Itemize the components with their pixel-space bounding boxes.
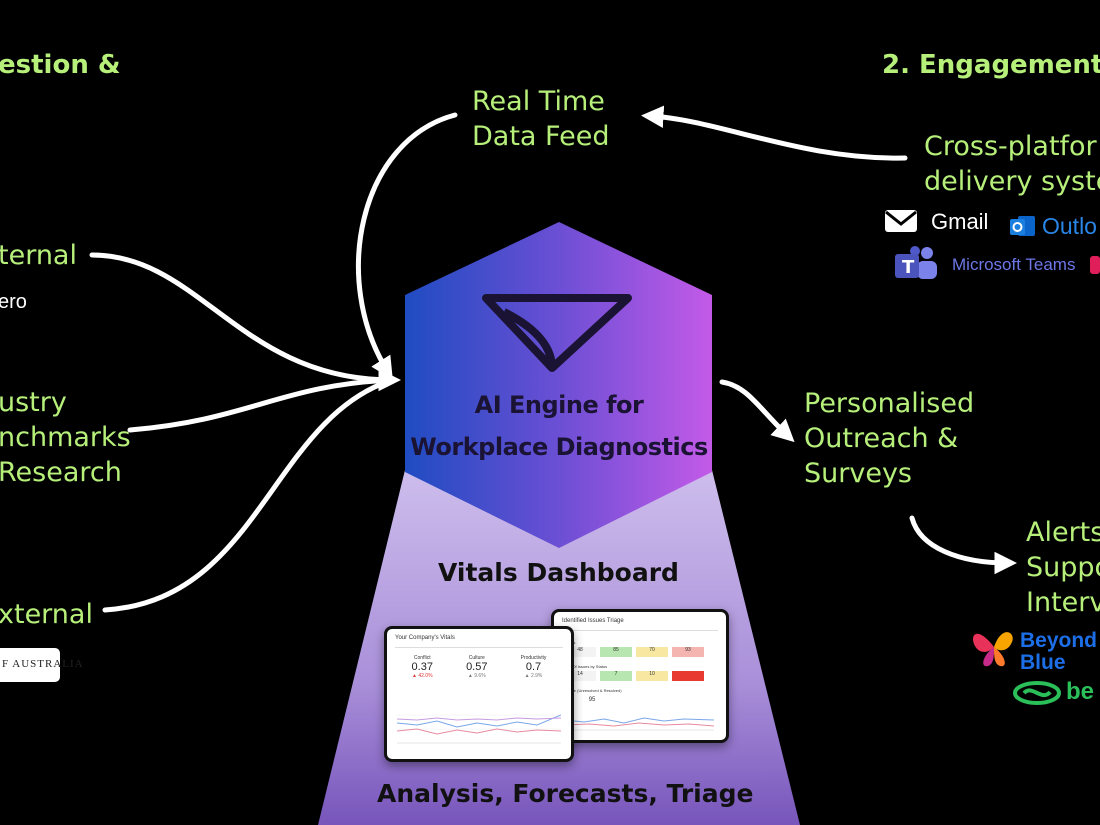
metric-name: Culture [468, 655, 485, 661]
arrow-internal-to-engine [89, 252, 401, 392]
outreach-line-2: Outreach & [804, 423, 959, 454]
company-vitals-card: Your Company's Vitals Conflict 0.37 ▲ 42… [384, 626, 574, 762]
delivery-line-2: delivery syste [924, 166, 1100, 197]
dashboard-caption: Analysis, Forecasts, Triage [377, 779, 754, 808]
vitals-trend-chart [397, 714, 561, 744]
metric-name: Conflict [413, 655, 431, 661]
arrow-realtime-to-engine [356, 112, 458, 380]
triage-cell: 7 [600, 671, 632, 681]
metric-name: Productivity [520, 655, 547, 661]
beyond-blue-line-1: Beyond [1020, 629, 1098, 652]
triage-cell: 93 [672, 647, 704, 657]
delivery-systems-label: Cross-platfor delivery syste [924, 129, 1100, 199]
outreach-line-3: Surveys [804, 458, 912, 489]
industry-line-1: ustry [0, 387, 67, 418]
section-title-engagement: 2. Engagement l [882, 50, 1100, 80]
metric-delta: ▲ 2.9% [524, 673, 543, 679]
australia-logo-text: F AUSTRALIA [2, 658, 84, 670]
triage-time-value: 95 [588, 697, 596, 703]
triage-row2-label: evel Of Issues by Status [564, 664, 608, 669]
xero-logo: ero [0, 291, 27, 313]
arrow-external-to-engine [102, 377, 395, 613]
section-title-ingestion: estion & [0, 50, 121, 80]
gmail-label: Gmail [931, 209, 989, 234]
vitals-card-title: Your Company's Vitals [395, 635, 455, 641]
metric-culture: Culture 0.57 ▲ 9.6% [466, 655, 487, 679]
beyond-blue-butterfly-icon [972, 632, 1013, 667]
arrow-delivery-to-realtime [641, 105, 908, 161]
outreach-label: Personalised Outreach & Surveys [804, 386, 974, 491]
triage-cell: 48 [564, 647, 596, 657]
arrow-engine-to-outreach [719, 379, 795, 443]
svg-text:T: T [902, 257, 915, 278]
metric-value: 0.37 [411, 661, 433, 673]
triage-cell: 85 [600, 647, 632, 657]
metric-value: 0.7 [525, 661, 542, 673]
metric-value: 0.57 [466, 661, 488, 673]
triage-row1: 48 85 70 93 [564, 647, 704, 657]
triage-row3-label: n Time (Unresolved & Resolved) [564, 688, 622, 693]
metric-delta: ▲ 42.0% [412, 673, 433, 679]
alerts-line-2: Suppo [1026, 552, 1100, 583]
internal-source-label: ternal [0, 240, 77, 271]
teams-label: Microsoft Teams [952, 255, 1076, 274]
triage-row2: 14 7 10 [564, 671, 704, 681]
realtime-line-2: Data Feed [472, 121, 610, 152]
realtime-line-1: Real Time [472, 86, 605, 117]
triage-trend-chart [564, 717, 714, 731]
metric-productivity: Productivity 0.7 ▲ 2.9% [521, 655, 547, 679]
engine-title: AI Engine for Workplace Diagnostics [399, 384, 719, 468]
realtime-feed-label: Real Time Data Feed [472, 84, 609, 154]
triage-divider [562, 630, 718, 631]
triage-card-title: Identified Issues Triage [562, 618, 624, 624]
alerts-line-1: Alerts [1026, 517, 1100, 548]
vitals-divider [395, 647, 563, 648]
external-source-label: xternal [0, 599, 93, 630]
gmail-icon [885, 210, 917, 232]
be-logo-text: be [1066, 678, 1095, 705]
triage-cell [672, 671, 704, 681]
vitals-dashboard-title: Vitals Dashboard [438, 558, 679, 587]
triage-card: Identified Issues Triage Status 48 85 70… [551, 609, 729, 743]
delivery-line-1: Cross-platfor [924, 131, 1097, 162]
industry-line-2: nchmarks [0, 422, 131, 453]
outlook-icon [1010, 216, 1035, 236]
triage-cell: 10 [636, 671, 668, 681]
arrow-outreach-to-alerts [909, 515, 1017, 575]
hands-logo-icon [1013, 681, 1061, 705]
triage-cell: 14 [564, 671, 596, 681]
outlook-label: Outlo [1042, 213, 1097, 239]
alerts-line-3: Interv [1026, 587, 1100, 618]
industry-source-label: ustry nchmarks Research [0, 385, 131, 490]
vitals-metrics-row: Conflict 0.37 ▲ 42.0% Culture 0.57 ▲ 9.6… [395, 655, 563, 679]
engine-hexagon [405, 222, 712, 548]
outreach-line-1: Personalised [804, 388, 975, 419]
engine-logo-icon [482, 294, 632, 372]
engine-title-line-2: Workplace Diagnostics [410, 433, 708, 461]
slack-icon [1090, 256, 1100, 274]
engine-title-line-1: AI Engine for [474, 391, 644, 419]
beyond-blue-logo: Beyond Blue [1020, 630, 1097, 674]
beyond-blue-line-2: Blue [1020, 651, 1066, 674]
australia-logo: F AUSTRALIA [0, 648, 83, 682]
microsoft-teams-icon: T [895, 246, 937, 279]
industry-line-3: Research [0, 457, 122, 488]
alerts-label: Alerts Suppo Interv [1026, 515, 1100, 620]
metric-conflict: Conflict 0.37 ▲ 42.0% [412, 655, 433, 679]
arrow-industry-to-engine [127, 377, 395, 433]
metric-delta: ▲ 9.6% [467, 673, 486, 679]
triage-cell: 70 [636, 647, 668, 657]
